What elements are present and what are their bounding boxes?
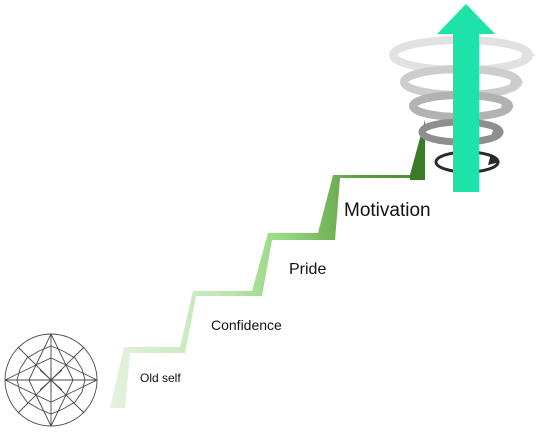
step-label-old-self: Old self: [140, 371, 181, 385]
step-label-confidence: Confidence: [211, 317, 282, 333]
stair-shape: [110, 120, 425, 408]
staircase: [110, 120, 425, 408]
up-arrow-icon: [437, 4, 495, 192]
step-label-pride: Pride: [289, 261, 327, 278]
step-label-motivation: Motivation: [344, 200, 431, 221]
gem-icon: [4, 333, 98, 427]
